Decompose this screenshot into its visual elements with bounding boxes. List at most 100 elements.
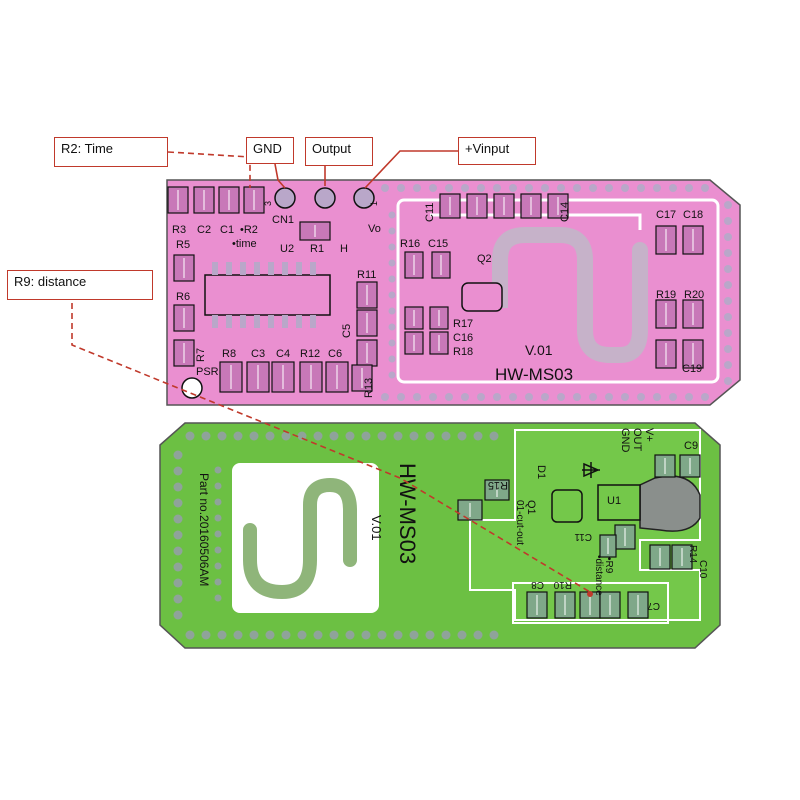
label-c11-bottom: C11 bbox=[574, 531, 592, 542]
component-pad bbox=[299, 221, 331, 241]
via bbox=[329, 431, 339, 441]
via bbox=[685, 393, 693, 401]
via bbox=[477, 393, 485, 401]
via bbox=[413, 393, 421, 401]
via bbox=[173, 546, 183, 556]
label-r7: R7 bbox=[195, 348, 207, 362]
label-c8: C8 bbox=[531, 579, 544, 590]
via bbox=[557, 393, 565, 401]
label-c18: C18 bbox=[683, 209, 703, 221]
top-board-components bbox=[167, 186, 704, 393]
component-pad bbox=[457, 499, 483, 521]
component-pad bbox=[655, 225, 677, 255]
component-pad bbox=[679, 454, 701, 478]
component-pad bbox=[173, 339, 195, 367]
component-pad bbox=[429, 331, 449, 355]
via bbox=[724, 297, 732, 305]
regulator-pad bbox=[639, 475, 701, 532]
bottom-board: GND OUT V+ C9 R15 D1 U1 Q1 01-cut-out C1… bbox=[159, 422, 721, 649]
ic-u1 bbox=[597, 484, 641, 521]
bottom-board-vias bbox=[173, 431, 499, 640]
via bbox=[388, 371, 396, 379]
label-r8: R8 bbox=[222, 348, 236, 360]
via bbox=[429, 393, 437, 401]
cut-out-region bbox=[512, 582, 669, 624]
via bbox=[201, 431, 211, 441]
via bbox=[685, 184, 693, 192]
via bbox=[621, 184, 629, 192]
ic-pin bbox=[212, 315, 218, 328]
via bbox=[173, 514, 183, 524]
component-pad bbox=[649, 544, 671, 570]
component-pad bbox=[682, 339, 704, 369]
component-pad bbox=[614, 524, 636, 550]
component-pad bbox=[351, 364, 373, 392]
label-r10: R10 bbox=[553, 579, 572, 590]
via bbox=[249, 630, 259, 640]
label-distance-bottom: •distance bbox=[593, 555, 604, 596]
via bbox=[173, 530, 183, 540]
label-c10: C10 bbox=[697, 560, 708, 579]
label-pin3: 3 bbox=[263, 201, 273, 206]
label-r16: R16 bbox=[400, 238, 420, 250]
r9-marker bbox=[587, 591, 593, 597]
ic-pin bbox=[310, 315, 316, 328]
via bbox=[525, 393, 533, 401]
leader-vinput bbox=[364, 150, 458, 189]
transistor-q1 bbox=[551, 489, 583, 523]
component-pad bbox=[356, 281, 378, 309]
via bbox=[393, 630, 403, 640]
via bbox=[441, 630, 451, 640]
via bbox=[388, 227, 396, 235]
top-board: R3 C2 C1 •R2 •time R5 R6 R7 CN1 Vo U2 R1… bbox=[166, 179, 741, 406]
leader-r9 bbox=[71, 303, 591, 593]
label-cut-out: 01-cut-out bbox=[514, 500, 525, 545]
via bbox=[724, 265, 732, 273]
via bbox=[509, 184, 517, 192]
via bbox=[313, 630, 323, 640]
component-pad bbox=[271, 361, 295, 393]
callout-output: Output bbox=[305, 137, 373, 166]
via bbox=[388, 275, 396, 283]
component-pad bbox=[404, 306, 424, 330]
ic-pin bbox=[226, 315, 232, 328]
via bbox=[249, 431, 259, 441]
via bbox=[297, 630, 307, 640]
leader-gnd bbox=[274, 163, 286, 189]
via bbox=[214, 530, 222, 538]
label-r2: •R2 bbox=[240, 224, 258, 236]
psr-sensor bbox=[181, 377, 203, 399]
via bbox=[605, 184, 613, 192]
component-pad bbox=[599, 534, 617, 558]
top-board-version: V.01 bbox=[525, 342, 553, 358]
label-r3: R3 bbox=[172, 224, 186, 236]
via bbox=[473, 431, 483, 441]
via bbox=[557, 184, 565, 192]
label-vo: Vo bbox=[368, 223, 381, 235]
label-r20: R20 bbox=[684, 289, 704, 301]
via bbox=[329, 630, 339, 640]
component-pad bbox=[193, 186, 215, 214]
label-u1: U1 bbox=[607, 495, 621, 507]
label-c5: C5 bbox=[341, 324, 353, 338]
component-pad bbox=[173, 304, 195, 332]
label-time: •time bbox=[232, 238, 257, 250]
via bbox=[724, 233, 732, 241]
component-pad bbox=[431, 251, 451, 279]
via bbox=[653, 184, 661, 192]
diode-d1 bbox=[582, 462, 600, 478]
component-pad bbox=[682, 299, 704, 329]
via bbox=[473, 630, 483, 640]
ic-pin bbox=[254, 315, 260, 328]
via bbox=[589, 393, 597, 401]
via bbox=[185, 630, 195, 640]
via bbox=[173, 594, 183, 604]
via bbox=[701, 184, 709, 192]
via bbox=[388, 323, 396, 331]
bottom-antenna-trace bbox=[243, 477, 357, 600]
component-pad bbox=[526, 591, 548, 619]
component-pad bbox=[246, 361, 270, 393]
component-pad bbox=[356, 339, 378, 367]
via bbox=[653, 393, 661, 401]
via bbox=[388, 211, 396, 219]
